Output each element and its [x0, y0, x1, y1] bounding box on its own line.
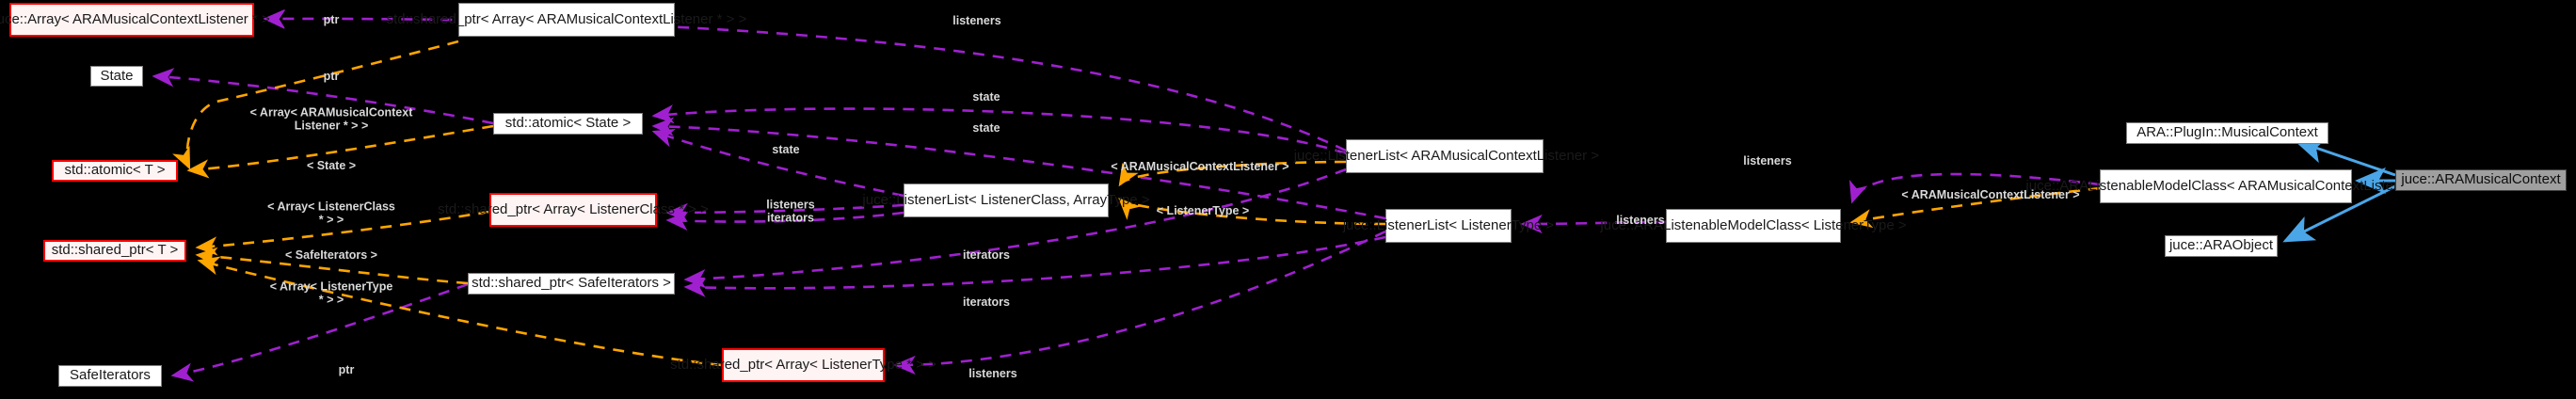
- edge-label-state-2: state: [972, 121, 1000, 136]
- node-line: std::shared_ptr< SafeIterators >: [472, 275, 671, 292]
- node-shared-ptr-array-listenerclass[interactable]: std::shared_ptr< Array< ListenerClass * …: [438, 193, 709, 227]
- edge-label-tmpl-aramcl-1: < ARAMusicalContextListener >: [1111, 160, 1289, 174]
- node-line: < ListenerClass * > >: [577, 200, 709, 217]
- node-line: < ARAMusicalContextListener >: [1400, 147, 1600, 164]
- edge-label-iterators-1: iterators: [962, 248, 1011, 263]
- edge-label-tmpl-aramcl-2: < ARAMusicalContextListener >: [1901, 188, 2080, 202]
- node-line: SafeIterators: [70, 367, 151, 384]
- edge-group-template: [172, 40, 2101, 367]
- node-current-aramusicalcontext[interactable]: juce::ARAMusicalContext: [2395, 169, 2567, 191]
- node-line: < ListenerType >: [1448, 216, 1555, 233]
- node-listenerlist-listenerclass-arraytype[interactable]: juce::ListenerList< ListenerClass, Array…: [862, 184, 1150, 217]
- edge-label-listeners-iterators: listeners iterators: [766, 198, 815, 224]
- edge-label-ptr-2: ptr: [323, 70, 340, 84]
- node-atomic-state[interactable]: std::atomic< State >: [493, 113, 643, 135]
- node-line: State: [100, 67, 134, 84]
- node-shared-ptr-array-aramusicalcontextlistener[interactable]: std::shared_ptr< Array< ARAMusicalContex…: [387, 3, 746, 37]
- node-line: std::atomic< State >: [504, 115, 632, 132]
- node-shared-ptr-t[interactable]: std::shared_ptr< T >: [43, 240, 186, 262]
- edge-label-ptr-1: ptr: [323, 13, 340, 27]
- node-line: juce::ListenerList: [862, 191, 968, 208]
- node-ara-object[interactable]: juce::ARAObject: [2165, 235, 2278, 257]
- edge-label-state-3: state: [772, 143, 800, 157]
- node-line: std::shared_ptr< T >: [51, 242, 179, 259]
- edge-label-listeners-2: listeners: [1743, 154, 1792, 168]
- node-line: Class< ARAMusicalContextListener >: [2191, 177, 2426, 194]
- node-line: juce::Array< ARAMusicalContext: [0, 10, 199, 27]
- edge-label-tmpl-listenertype: < ListenerType >: [1156, 204, 1250, 218]
- node-line: std::atomic< T >: [64, 162, 166, 179]
- node-line: juce::ListenerList: [1293, 147, 1400, 164]
- edge-label-iterators-2: iterators: [962, 295, 1011, 310]
- edge-group-inheritance: [2282, 137, 2396, 243]
- node-line: juce::ARAListenableModel: [2025, 177, 2192, 194]
- edge-label-tmpl-state: < State >: [306, 159, 357, 173]
- node-line: < ListenerClass, ArrayType >: [968, 191, 1150, 208]
- edge-label-state-1: state: [972, 90, 1000, 104]
- node-listenerlist-listenertype[interactable]: juce::ListenerList< ListenerType >: [1343, 209, 1554, 243]
- edge-label-tmpl-array-aramcl: < Array< ARAMusicalContext Listener * > …: [249, 105, 413, 132]
- edge-label-tmpl-safeiterators: < SafeIterators >: [285, 248, 377, 263]
- node-line: Class< ListenerType >: [1766, 216, 1907, 233]
- node-shared-ptr-safeiterators[interactable]: std::shared_ptr< SafeIterators >: [468, 273, 675, 295]
- node-line: < ListenerType * > >: [809, 356, 936, 373]
- node-line: std::shared_ptr< Array: [386, 10, 526, 27]
- node-line: < ARAMusicalContextListener * > >: [525, 10, 747, 27]
- edge-label-listeners-3: listeners: [1616, 214, 1665, 228]
- node-line: juce::ListenerList: [1342, 216, 1449, 233]
- node-state[interactable]: State: [90, 66, 143, 87]
- node-line: ARA::PlugIn::MusicalContext: [2136, 124, 2318, 141]
- node-atomic-t[interactable]: std::atomic< T >: [52, 160, 178, 182]
- node-line: Listener * >: [198, 10, 270, 27]
- node-ara-plugin-musicalcontext[interactable]: ARA::PlugIn::MusicalContext: [2126, 122, 2328, 144]
- node-line: std::shared_ptr< Array: [438, 200, 578, 217]
- node-safeiterators[interactable]: SafeIterators: [58, 365, 162, 387]
- edge-label-tmpl-array-listenertype: < Array< ListenerType * > >: [269, 279, 393, 306]
- node-listenerlist-aramusicalcontextlistener[interactable]: juce::ListenerList< ARAMusicalContextLis…: [1294, 139, 1599, 173]
- edge-label-listeners-4: listeners: [968, 367, 1017, 381]
- node-line: std::shared_ptr< Array: [670, 356, 810, 373]
- edge-group-usage: [152, 8, 2101, 382]
- node-line: juce::ARAObject: [2168, 237, 2274, 254]
- node-line: juce::ARAListenableModel: [1600, 216, 1767, 233]
- edge-label-tmpl-array-listenerclass: < Array< ListenerClass * > >: [267, 200, 395, 226]
- edge-label-ptr-3: ptr: [338, 363, 355, 377]
- node-line: juce::ARAMusicalContext: [2401, 171, 2561, 188]
- node-shared-ptr-array-listenertype[interactable]: std::shared_ptr< Array< ListenerType * >…: [670, 348, 936, 382]
- edge-label-listeners-1: listeners: [952, 14, 1001, 28]
